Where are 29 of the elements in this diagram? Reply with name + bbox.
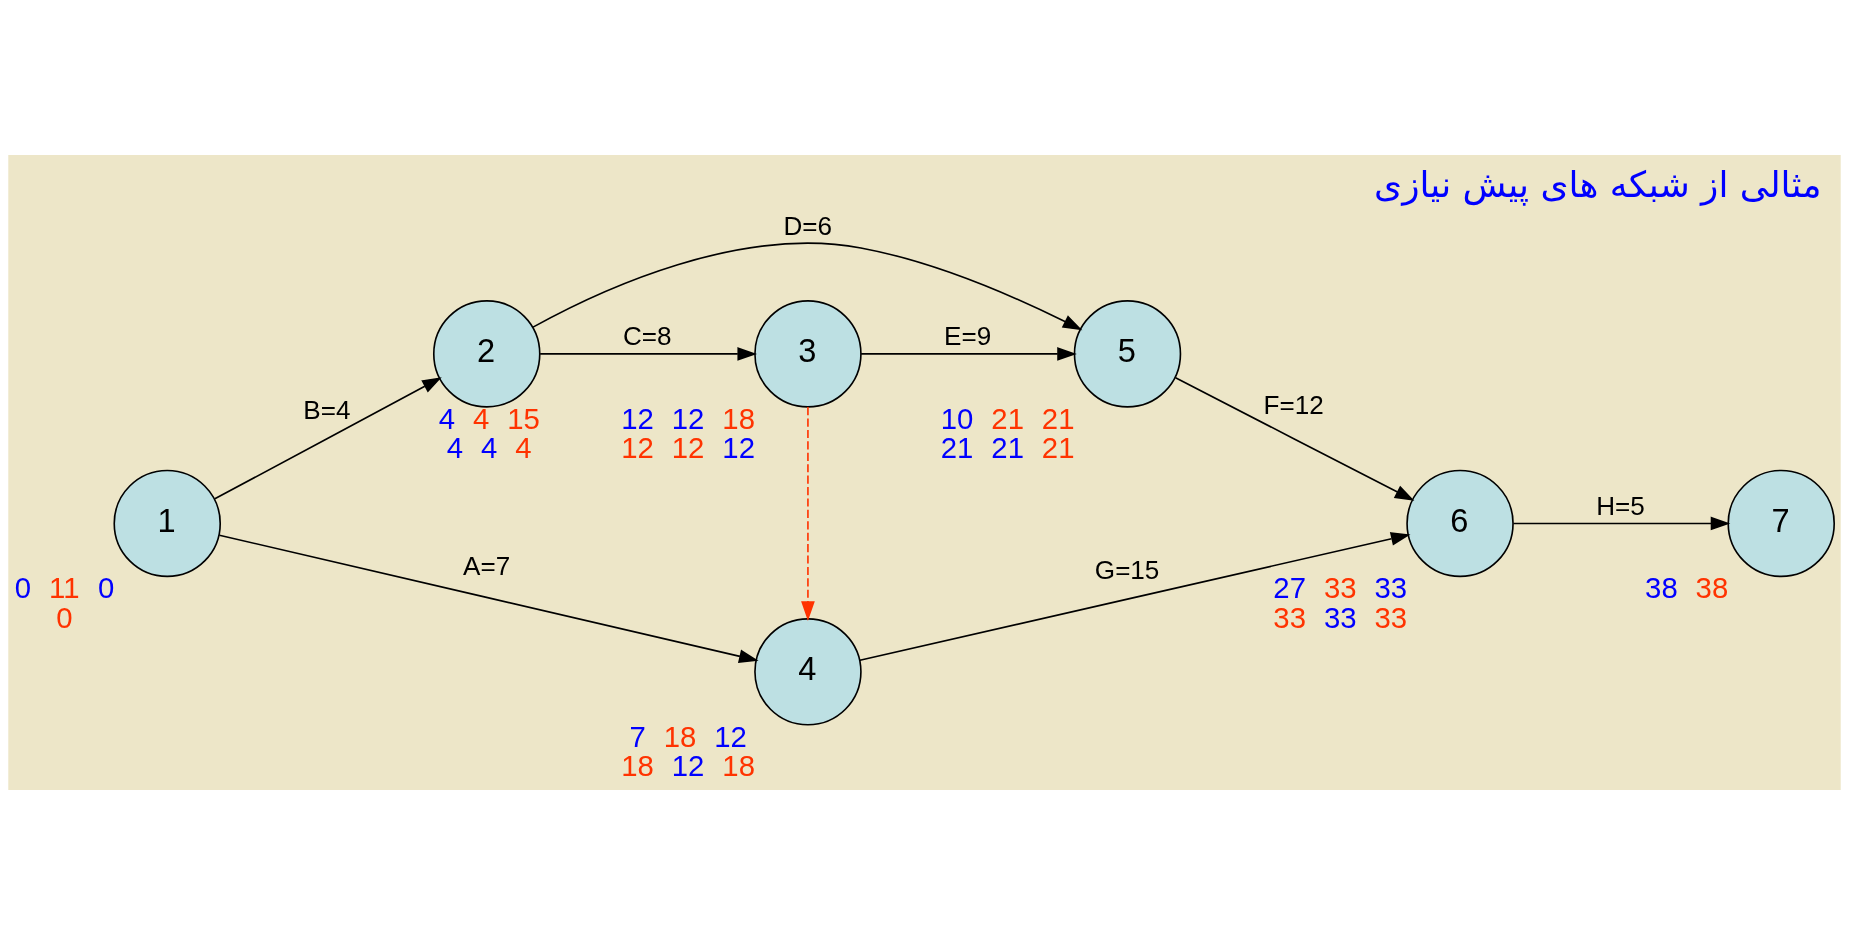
node-label: 0 [14,571,32,605]
arrow [539,347,757,361]
arrow [801,406,815,621]
arrow [218,534,759,663]
arrow [860,347,1077,361]
diagram-title: مثالی از شبکه های پیش نیازی [1374,163,1822,205]
edge-label: E=9 [944,321,992,352]
node-label: 38 [1695,571,1729,605]
arrow [1512,516,1731,531]
arrow [214,377,442,500]
edge-label: C=8 [622,321,672,352]
edge-label: G=15 [1094,554,1160,585]
node-label: 38 [1645,571,1678,605]
edge-label: H=5 [1596,490,1645,521]
node-label: 0 [97,571,115,605]
edge-label: B=4 [303,394,351,425]
node-circle: 4 [754,618,862,726]
node-circle: 1 [113,469,222,578]
arrow [859,532,1411,662]
node-circle: 2 [432,300,541,408]
node-circle: 5 [1073,300,1182,408]
node-circle: 7 [1727,469,1835,578]
arrow [532,242,1083,331]
edge-label: F=12 [1263,389,1324,420]
node-circle: 3 [754,300,862,408]
edge-label: D=6 [783,210,833,241]
node-circle: 6 [1406,469,1514,578]
arrow [1174,377,1415,501]
edge-label: A=7 [463,551,511,582]
